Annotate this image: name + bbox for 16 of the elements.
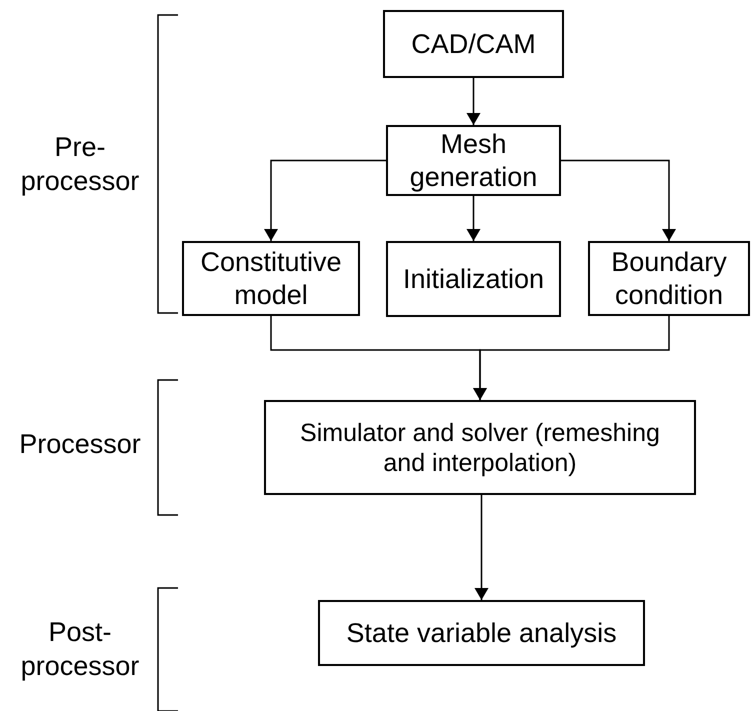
process-box: Boundary condition <box>588 241 750 316</box>
process-box: Initialization <box>386 241 561 317</box>
stage-label: Post- processor <box>20 616 140 683</box>
process-box: State variable analysis <box>318 600 645 666</box>
process-box: Constitutive model <box>182 241 360 316</box>
arrow <box>264 160 386 241</box>
arrow <box>466 78 480 125</box>
arrow <box>473 316 670 400</box>
arrow <box>561 160 676 241</box>
arrow <box>466 196 480 241</box>
process-box: CAD/CAM <box>383 10 564 78</box>
stage-label: Processor <box>18 428 142 462</box>
process-box: Simulator and solver (remeshing and interpolation) <box>264 400 696 495</box>
process-box: Mesh generation <box>386 125 561 196</box>
arrow <box>474 495 488 600</box>
stage-label: Pre- processor <box>20 131 140 198</box>
